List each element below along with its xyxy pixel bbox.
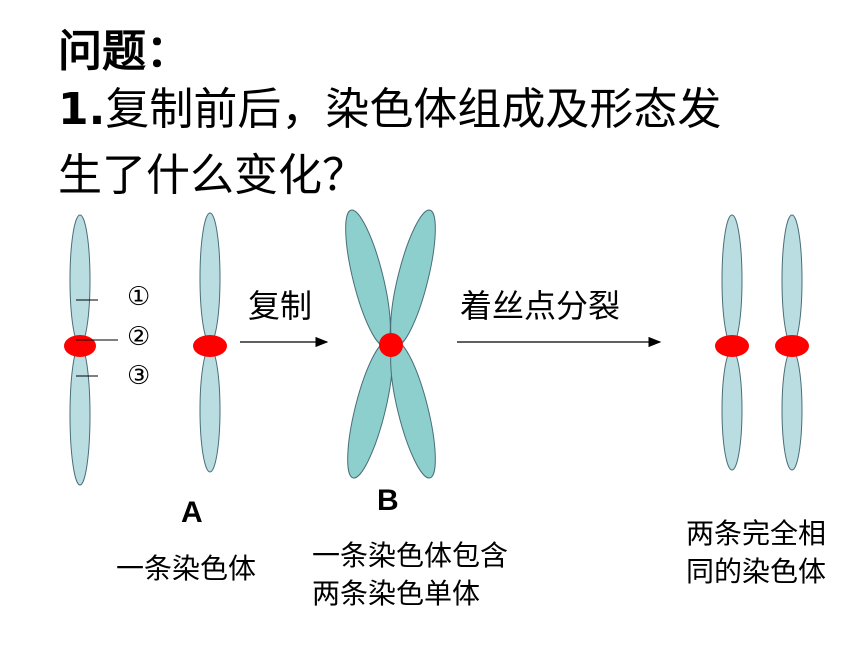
chromosome-arm [69,344,91,486]
chromosome-arm [781,349,803,471]
chromosome-b [345,209,436,479]
description-c-line-2: 同的染色体 [686,555,827,588]
part-label-1: ① [127,282,151,312]
arrow-label-split: 着丝点分裂 [460,287,621,325]
question-number: 1. [58,84,106,135]
chromatid-arm [345,209,391,347]
description-a: 一条染色体 [116,552,257,585]
question-line-2: 生了什么变化？ [58,150,366,201]
arrow-label-replicate: 复制 [248,287,313,325]
question-heading: 问题： [58,26,190,77]
stage-label-a: A [181,496,203,529]
centromere [775,335,809,357]
chromosome-arm [199,347,221,473]
chromosome-arm [69,214,91,346]
description-b-line-2: 两条染色单体 [312,577,481,610]
chromosome-c-right [775,214,809,471]
description-b-line-1: 一条染色体包含 [312,539,509,572]
description-c-line-1: 两条完全相 [686,517,827,550]
question-text-1: 复制前后，染色体组成及形态发 [105,84,722,135]
chromatid-arm [390,209,436,347]
chromosome-arm [781,214,803,346]
chromosome-a-right [193,212,227,473]
chromosome-a-left [64,214,96,486]
chromatid-arm [390,341,436,479]
chromosome-arm [721,349,743,471]
stage-label-b: B [377,484,399,517]
centromere [193,335,227,357]
part-label-3: ③ [127,361,151,391]
chromosome-arm [199,212,221,344]
centromere [715,335,749,357]
question-line-1: 1.复制前后，染色体组成及形态发 [58,84,722,135]
part-label-2: ② [127,322,151,352]
chromosome-arm [721,214,743,346]
centromere [379,333,403,357]
centromere [64,335,96,357]
chromosome-c-left [715,214,749,471]
